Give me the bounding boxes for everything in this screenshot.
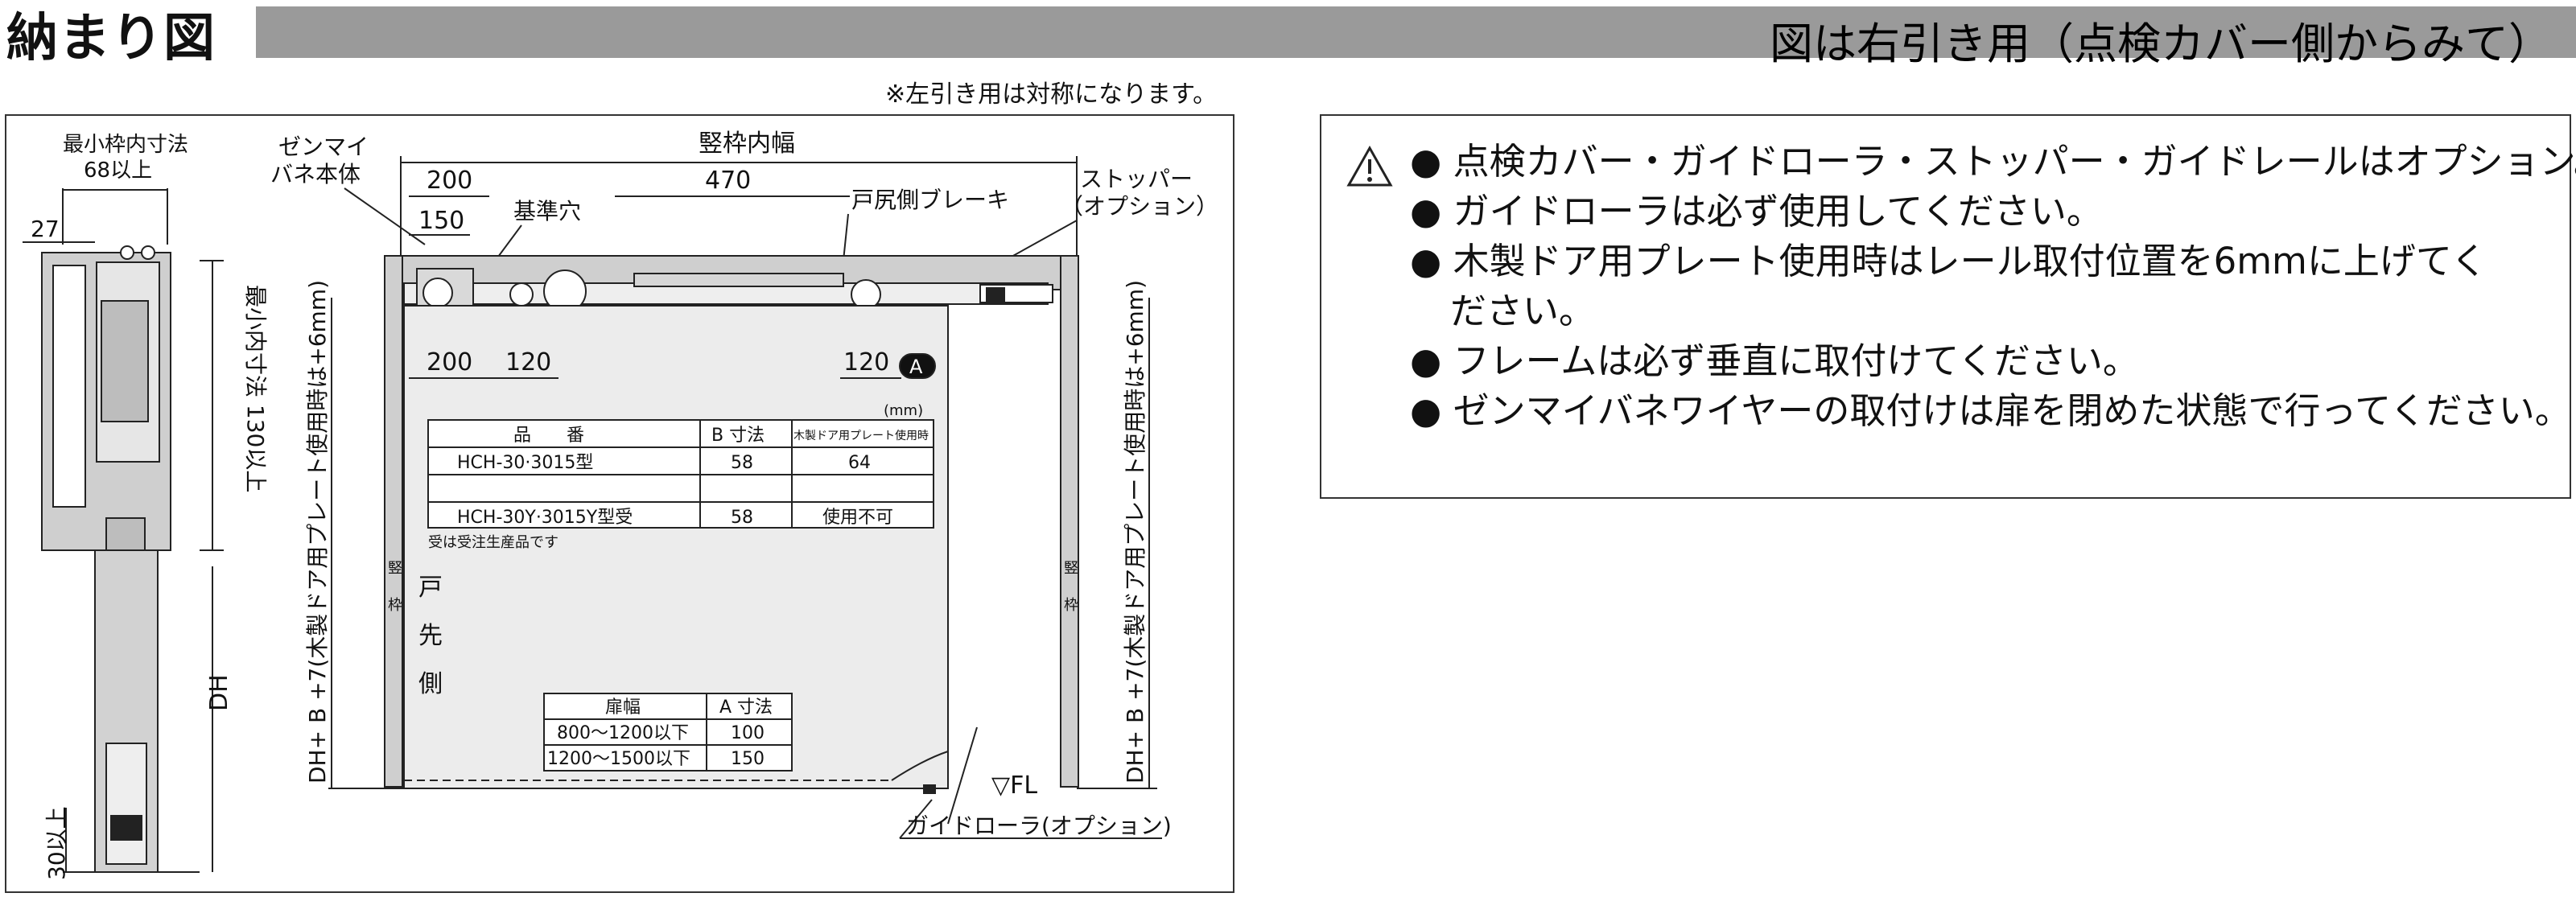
door-tip-3: 側 [418, 670, 443, 698]
header-bar: 図は右引き用（点検カバー側からみて） [256, 6, 2576, 69]
note-3-cont: ださい。 [1450, 290, 1596, 332]
spring-body-2: バネ本体 [270, 161, 361, 187]
min-inner-width-label: 最小枠内寸法 [63, 133, 188, 157]
mirror-note: ※左引き用は対称になります。 [885, 80, 1218, 109]
side-view: 最小枠内寸法 68以上 27 最小内寸法 130以上 DH 30以上 7 [23, 133, 269, 880]
note-3: ● 木製ドア用プレート使用時はレール取付位置を6mmに上げてく [1410, 240, 2487, 282]
warning-icon [1346, 145, 1393, 187]
part-number-table: (mm) 品 番 B 寸法 木製ドア用プレート使用時 HCH-30·3015型 … [427, 402, 934, 551]
jamb-right-2: 枠 [1064, 597, 1078, 614]
table1-footnote: 受は受注生産品です [428, 534, 558, 551]
note-2: ● ガイドローラは必ず使用してください。 [1410, 190, 2103, 232]
dim-27: 27 [31, 216, 60, 242]
table2-header-a: A 寸法 [719, 697, 773, 718]
note-5: ● ゼンマイバネワイヤーの取付けは扉を閉めた状態で行ってください。 [1410, 389, 2571, 432]
table2-r2-a: 150 [731, 749, 765, 769]
door-tip-2: 先 [418, 622, 443, 650]
dim-120-left: 120 [505, 348, 551, 376]
stopper-2: （オプション） [1061, 193, 1218, 220]
door-width-table: 扉幅 A 寸法 800～1200以下 100 1200～1500以下 150 [543, 693, 793, 772]
table1-r3-part: HCH-30Y·3015Y型受 [457, 508, 633, 528]
table2-r1-a: 100 [731, 723, 765, 743]
drawing-frame: 最小枠内寸法 68以上 27 最小内寸法 130以上 DH 30以上 7 竪枠内… [5, 114, 1234, 893]
table1-header-b: B 寸法 [711, 426, 765, 446]
right-vertical-dim: DH+ B +7(木製ドア用プレート使用時は+6mm) [1122, 280, 1148, 784]
inner-width: 竪枠内幅 [699, 130, 795, 158]
marker-a: A [909, 356, 923, 378]
jamb-right-1: 竪 [1064, 560, 1078, 577]
dh-label-side: DH [205, 674, 233, 711]
table1-r3-wood: 使用不可 [822, 508, 893, 528]
guide-roller: ガイドローラ(オプション) [906, 813, 1172, 839]
stopper-1: ストッパー [1080, 166, 1193, 192]
header-caption: 図は右引き用（点検カバー側からみて） [1770, 19, 2552, 69]
note-4: ● フレームは必ず垂直に取付けてください。 [1410, 339, 2139, 382]
door-tip-1: 戸 [418, 574, 443, 602]
jamb-left-2: 枠 [388, 597, 402, 614]
dim-150: 150 [418, 207, 464, 235]
dim-120-right: 120 [843, 348, 889, 376]
bottom-30: 30以上 [43, 806, 70, 880]
spring-body-1: ゼンマイ [278, 134, 369, 160]
fl-label: ▽FL [991, 772, 1037, 800]
table2-r1-width: 800～1200以下 [557, 723, 689, 743]
jamb-left-1: 竪 [388, 560, 402, 577]
ref-hole: 基準穴 [513, 198, 581, 224]
table1-r3-b: 58 [731, 508, 753, 528]
table2-r2-width: 1200～1500以下 [547, 749, 690, 769]
installation-drawing: 最小枠内寸法 68以上 27 最小内寸法 130以上 DH 30以上 7 竪枠内… [23, 130, 1218, 880]
min-inner-height: 最小内寸法 130以上 [242, 285, 269, 492]
note-1: ● 点検カバー・ガイドローラ・ストッパー・ガイドレールはオプション。 [1410, 140, 2576, 183]
table1-r1-b: 58 [731, 453, 753, 473]
table1-r1-part: HCH-30·3015型 [457, 453, 593, 473]
notes-box: ● 点検カバー・ガイドローラ・ストッパー・ガイドレールはオプション。 ● ガイド… [1320, 114, 2576, 499]
front-view: 竪枠内幅 ゼンマイ バネ本体 200 150 基準穴 470 戸尻側ブレーキ ス… [270, 130, 1218, 839]
dim-200-low: 200 [427, 348, 472, 376]
left-vertical-dim: DH+ B +7(木製ドア用プレート使用時は+6mm) [304, 280, 331, 784]
dim-200-top: 200 [427, 167, 472, 195]
table1-r1-wood: 64 [848, 453, 871, 473]
table1-header-part: 品 番 [513, 426, 584, 446]
dim-470: 470 [705, 167, 751, 195]
min-inner-width-value: 68以上 [84, 158, 152, 183]
table1-header-wood: 木製ドア用プレート使用時 [793, 429, 929, 442]
page-title: 納まり図 [6, 9, 216, 68]
brake: 戸尻側ブレーキ [851, 187, 1009, 213]
table1-unit: (mm) [884, 402, 923, 419]
table2-header-width: 扉幅 [605, 697, 641, 718]
